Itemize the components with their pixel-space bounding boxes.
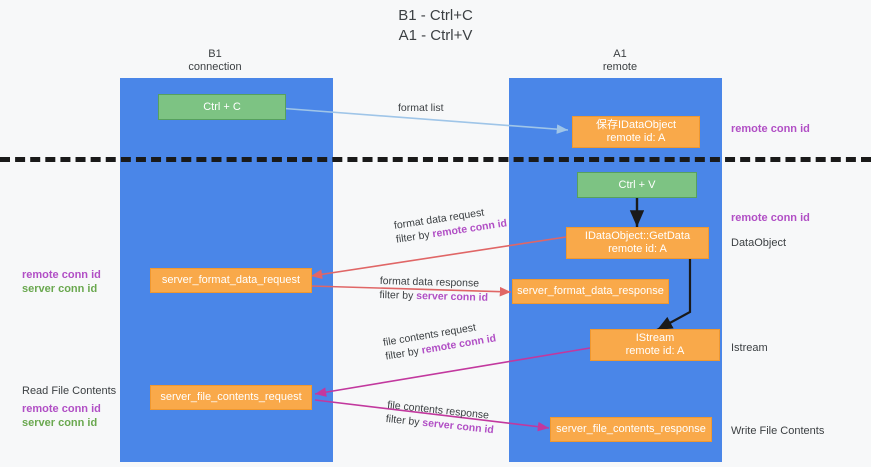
node-save-idataobject-line1: 保存IDataObject: [595, 119, 677, 131]
annotation-left-remote-conn-id-bottom: remote conn id: [22, 403, 101, 415]
edge-label-format-list-text: format list: [398, 102, 444, 114]
column-header-b1-name: B1: [208, 48, 222, 60]
annotation-right-remote-conn-id-top: remote conn id: [731, 123, 810, 135]
edge-label-file-contents-request: file contents request filter by remote c…: [382, 318, 497, 364]
node-ctrl-c[interactable]: Ctrl + C: [158, 94, 286, 120]
annotation-right-remote-conn-id-mid: remote conn id: [731, 212, 810, 224]
phase-separator: [0, 157, 871, 162]
edge-label-file-contents-response: file contents response filter by server …: [385, 398, 496, 437]
column-header-b1: B1 connection: [160, 48, 270, 74]
node-server-file-contents-request[interactable]: server_file_contents_request: [150, 385, 312, 410]
node-ctrl-v-label: Ctrl + V: [618, 178, 656, 191]
edge-label-fdresp-filter-pre: filter by: [379, 288, 417, 302]
node-server-format-data-request[interactable]: server_format_data_request: [150, 268, 312, 293]
title-line-1: B1 - Ctrl+C: [398, 7, 473, 24]
edge-label-format-data-request: format data request filter by remote con…: [393, 202, 508, 246]
edge-label-fcresp-filter-pre: filter by: [385, 412, 423, 429]
title-line-2: A1 - Ctrl+V: [398, 27, 473, 44]
node-istream[interactable]: IStream remote id: A: [590, 329, 720, 361]
node-server-format-data-request-label: server_format_data_request: [161, 274, 301, 286]
column-header-a1: A1 remote: [565, 48, 675, 74]
node-save-idataobject[interactable]: 保存IDataObject remote id: A: [572, 116, 700, 148]
node-istream-line1: IStream: [635, 332, 675, 344]
node-server-format-data-response[interactable]: server_format_data_response: [512, 279, 669, 304]
node-istream-line2: remote id: A: [625, 345, 685, 357]
annotation-left-remote-conn-id-mid: remote conn id: [22, 269, 101, 281]
node-server-file-contents-request-label: server_file_contents_request: [160, 391, 302, 403]
annotation-right-write-file-contents: Write File Contents: [731, 425, 825, 437]
edge-label-fdresp-filter-key: server conn id: [416, 289, 489, 304]
node-ctrl-c-label: Ctrl + C: [203, 100, 241, 113]
annotation-left-server-conn-id-mid: server conn id: [22, 283, 98, 295]
annotation-right-istream: Istream: [731, 342, 768, 354]
node-getdata-line2: remote id: A: [608, 243, 667, 255]
node-idataobject-getdata[interactable]: IDataObject::GetData remote id: A: [566, 227, 709, 259]
annotation-left-server-conn-id-bottom: server conn id: [22, 417, 98, 429]
annotation-right-dataobject: DataObject: [731, 237, 787, 249]
edge-label-format-data-response: format data response filter by server co…: [379, 274, 488, 305]
diagram-title: B1 - Ctrl+C A1 - Ctrl+V: [0, 6, 871, 46]
node-server-file-contents-response[interactable]: server_file_contents_response: [550, 417, 712, 442]
node-server-file-contents-response-label: server_file_contents_response: [556, 423, 706, 435]
annotation-left-read-file-contents: Read File Contents: [22, 385, 117, 397]
node-ctrl-v[interactable]: Ctrl + V: [577, 172, 697, 198]
edge-label-fdr-filter-pre: filter by: [395, 228, 434, 246]
column-header-a1-subtitle: remote: [602, 61, 638, 73]
column-header-a1-name: A1: [613, 48, 627, 60]
edge-label-format-list: format list: [398, 101, 444, 115]
column-header-b1-subtitle: connection: [188, 61, 242, 73]
node-save-idataobject-line2: remote id: A: [606, 132, 666, 144]
node-getdata-line1: IDataObject::GetData: [584, 230, 691, 242]
node-server-format-data-response-label: server_format_data_response: [517, 285, 664, 297]
